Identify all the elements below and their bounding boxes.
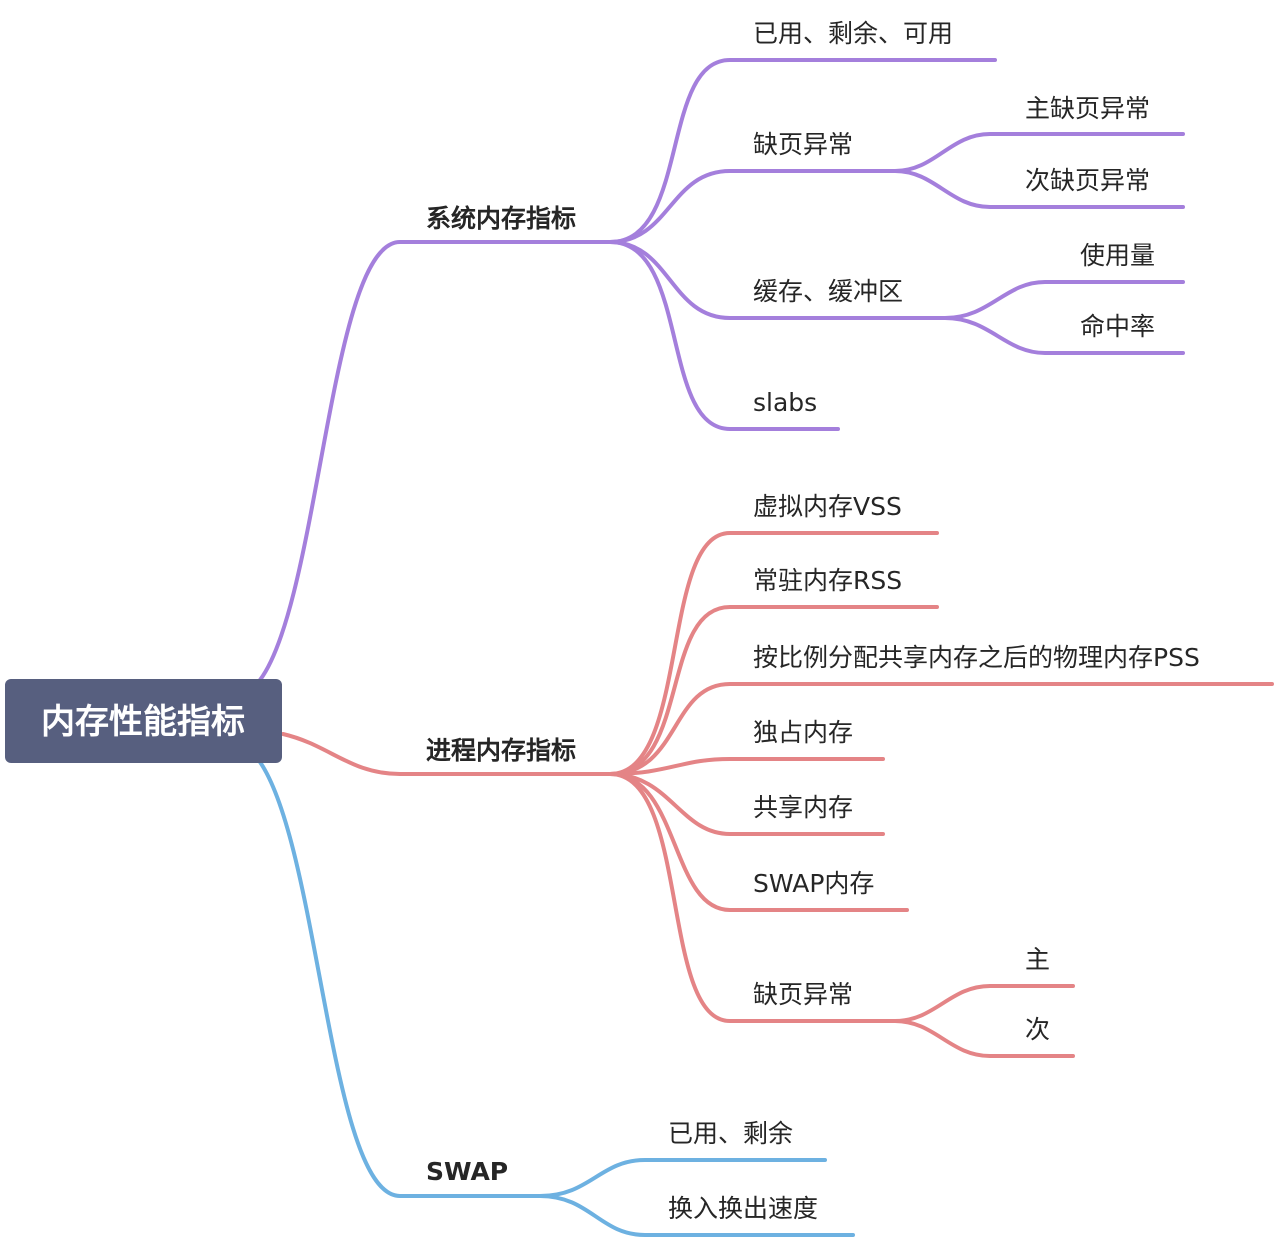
edge-process-pf-minor bbox=[893, 1019, 1075, 1058]
edge-swap-speed bbox=[538, 1194, 855, 1237]
edge-system-pagefault bbox=[608, 169, 897, 244]
system-used-label[interactable]: 已用、剩余、可用 bbox=[753, 19, 953, 48]
edge-process-swap bbox=[608, 772, 909, 912]
process-swap-label[interactable]: SWAP内存 bbox=[753, 869, 874, 898]
swap-branch-edges bbox=[538, 1158, 855, 1237]
swap-speed-label[interactable]: 换入换出速度 bbox=[668, 1194, 818, 1223]
process-pf-major-label[interactable]: 主 bbox=[1025, 945, 1050, 974]
system-cache-hitrate-label[interactable]: 命中率 bbox=[1080, 312, 1155, 341]
process-branch-edges bbox=[608, 531, 1274, 1058]
swap-used-label[interactable]: 已用、剩余 bbox=[668, 1119, 793, 1148]
system-pf-minor-label[interactable]: 次缺页异常 bbox=[1025, 166, 1150, 195]
edge-process-uss bbox=[608, 757, 885, 776]
system-pf-major-label[interactable]: 主缺页异常 bbox=[1025, 94, 1150, 123]
system-slabs-label[interactable]: slabs bbox=[753, 388, 817, 417]
process-branch-label[interactable]: 进程内存指标 bbox=[426, 736, 576, 765]
edge-process-pagefault bbox=[608, 772, 897, 1023]
edge-system-pf-minor bbox=[893, 169, 1185, 209]
root-node[interactable]: 内存性能指标 bbox=[5, 679, 282, 763]
system-branch-edges bbox=[608, 58, 1185, 431]
edge-system-slabs bbox=[608, 240, 840, 431]
system-cache-usage-label[interactable]: 使用量 bbox=[1080, 241, 1155, 270]
edge-process-rss bbox=[608, 605, 939, 776]
edge-root-swap bbox=[258, 760, 542, 1198]
process-pss-label[interactable]: 按比例分配共享内存之后的物理内存PSS bbox=[753, 643, 1200, 672]
process-shared-label[interactable]: 共享内存 bbox=[753, 793, 853, 822]
process-pf-minor-label[interactable]: 次 bbox=[1025, 1015, 1050, 1044]
edge-process-vss bbox=[608, 531, 939, 776]
system-cache-label[interactable]: 缓存、缓冲区 bbox=[753, 277, 903, 306]
system-branch-label[interactable]: 系统内存指标 bbox=[426, 204, 576, 233]
edge-system-cache-usage bbox=[943, 280, 1185, 320]
process-uss-label[interactable]: 独占内存 bbox=[753, 718, 853, 747]
edge-root-system bbox=[258, 240, 612, 682]
edge-swap-used bbox=[538, 1158, 827, 1198]
edge-process-pss bbox=[608, 682, 1274, 776]
edge-system-used bbox=[608, 58, 997, 244]
swap-branch-label[interactable]: SWAP bbox=[426, 1157, 508, 1186]
edge-system-cache-hitrate bbox=[943, 316, 1185, 355]
root-node-label: 内存性能指标 bbox=[41, 702, 245, 742]
edge-system-pf-major bbox=[893, 132, 1185, 173]
root-node-box bbox=[5, 679, 282, 763]
process-vss-label[interactable]: 虚拟内存VSS bbox=[753, 492, 902, 521]
edge-root-process bbox=[281, 732, 612, 776]
edge-process-pf-major bbox=[893, 984, 1075, 1023]
system-pagefault-label[interactable]: 缺页异常 bbox=[753, 130, 853, 159]
process-rss-label[interactable]: 常驻内存RSS bbox=[753, 566, 902, 595]
process-pagefault-label[interactable]: 缺页异常 bbox=[753, 980, 853, 1009]
